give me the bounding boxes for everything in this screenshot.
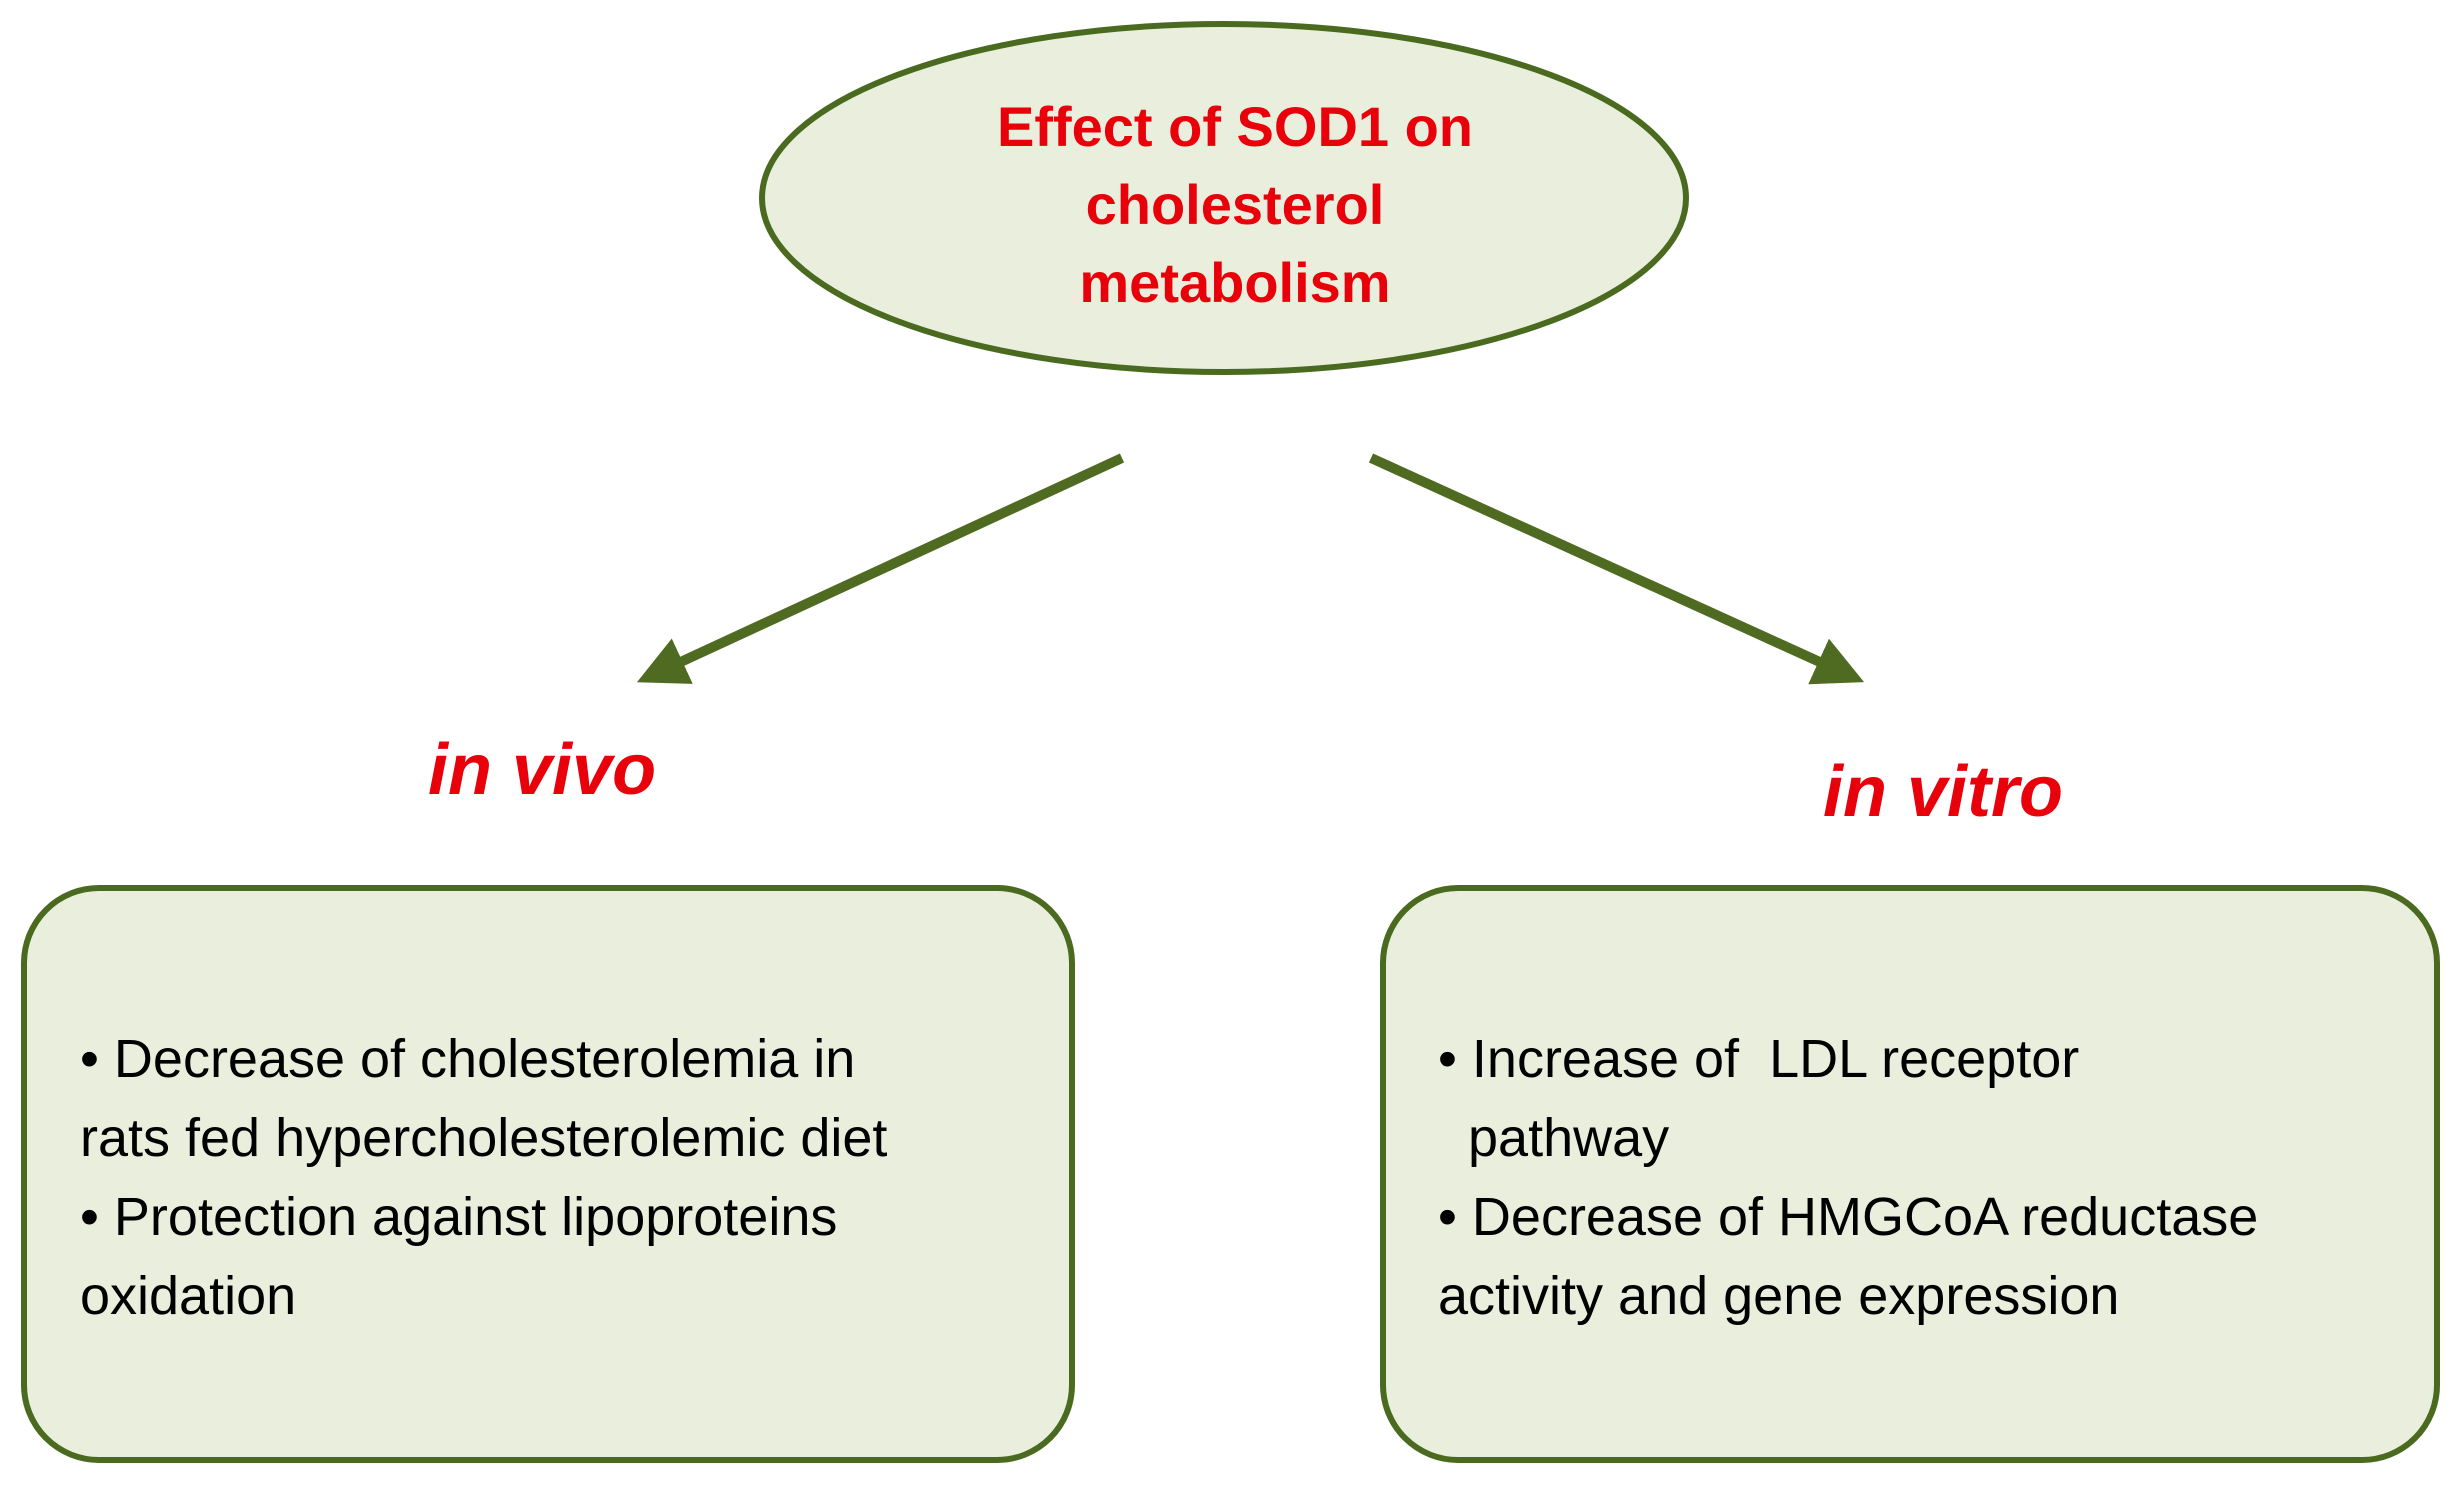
- root-title-line: cholesterol: [1085, 173, 1385, 236]
- box-in-vivo: [21, 885, 1075, 1463]
- list-line: rats fed hypercholesterolemic diet: [80, 1108, 888, 1168]
- list-line: oxidation: [80, 1266, 297, 1326]
- root-title: Effect of SOD1 on cholesterol metabolism: [890, 88, 1580, 322]
- list-line: • Decrease of cholesterolemia in: [80, 1029, 856, 1089]
- root-title-line: Effect of SOD1 on: [996, 95, 1474, 158]
- in-vitro-effects-list: • Increase of LDL receptor pathway • Dec…: [1438, 1020, 2398, 1336]
- arrow-left: [636, 453, 1125, 684]
- box-in-vitro: [1380, 885, 2440, 1463]
- list-line: • Protection against lipoproteins: [80, 1187, 838, 1247]
- root-title-line: metabolism: [1079, 251, 1391, 314]
- list-line: activity and gene expression: [1438, 1266, 2120, 1326]
- list-line: pathway: [1438, 1108, 1670, 1168]
- in-vivo-effects-list: • Decrease of cholesterolemia in rats fe…: [80, 1020, 1040, 1336]
- list-line: • Decrease of HMGCoA reductase: [1438, 1187, 2259, 1247]
- branch-label-in-vitro: in vitro: [1823, 752, 2064, 832]
- list-line: • Increase of LDL receptor: [1438, 1029, 2080, 1089]
- branch-label-in-vivo: in vivo: [428, 730, 657, 810]
- arrow-right: [1368, 453, 1865, 685]
- root-node: [759, 21, 1689, 375]
